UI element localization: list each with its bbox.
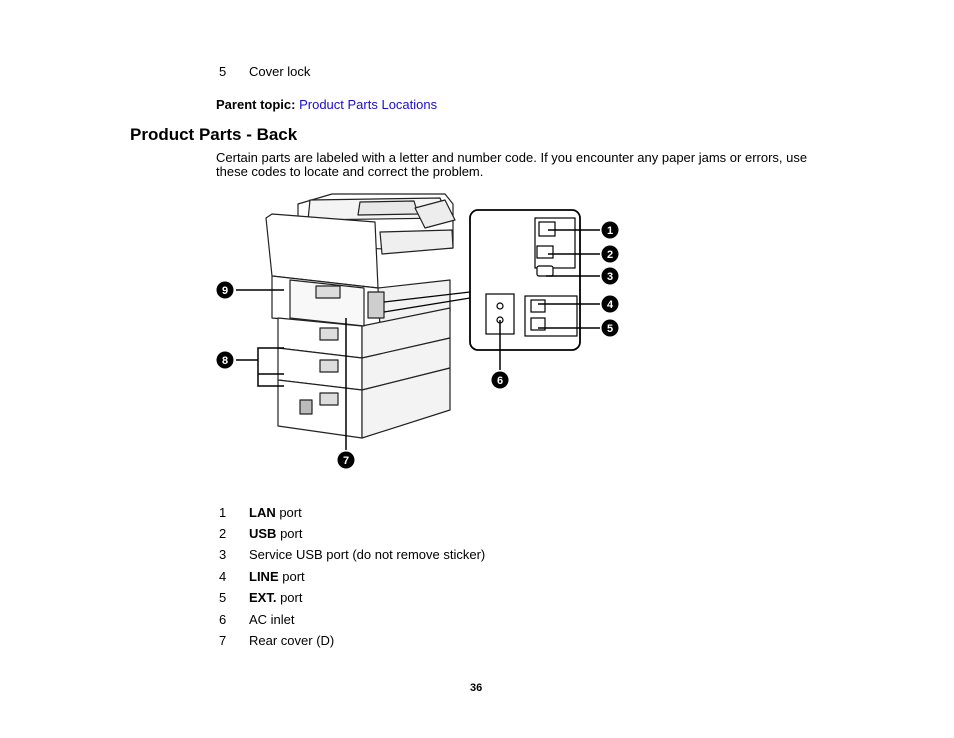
parent-topic: Parent topic: Product Parts Locations xyxy=(216,97,437,113)
list-number: 2 xyxy=(219,526,227,541)
callout-6: 6 xyxy=(491,371,509,389)
list-item-text: LAN port xyxy=(249,505,302,520)
callout-9-label: 9 xyxy=(222,285,228,297)
callout-3: 3 xyxy=(601,267,619,285)
list-item-text: Service USB port (do not remove sticker) xyxy=(249,547,486,562)
list-number: 5 xyxy=(219,590,227,605)
callout-1: 1 xyxy=(601,221,619,239)
callout-8-label: 8 xyxy=(222,355,228,367)
list-item-text: Rear cover (D) xyxy=(249,633,335,648)
parent-topic-link[interactable]: Product Parts Locations xyxy=(299,97,438,112)
callout-4-label: 4 xyxy=(607,299,614,311)
callout-1-label: 1 xyxy=(607,225,613,237)
list-item-text: USB port xyxy=(249,526,303,541)
callout-3-label: 3 xyxy=(607,271,613,283)
page-number: 36 xyxy=(470,682,483,694)
list-number: 5 xyxy=(219,64,227,79)
list-number: 1 xyxy=(219,505,227,520)
callout-4: 4 xyxy=(601,295,619,313)
callout-5: 5 xyxy=(601,319,619,337)
list-number: 3 xyxy=(219,547,227,562)
callouts: 1 2 3 4 5 6 7 8 9 xyxy=(216,221,619,469)
list-number: 6 xyxy=(219,612,227,627)
list-number: 4 xyxy=(219,569,227,584)
section-title: Product Parts - Back xyxy=(130,125,298,144)
callout-5-label: 5 xyxy=(607,323,613,335)
callout-2-label: 2 xyxy=(607,249,613,261)
list-item-text: LINE port xyxy=(249,569,305,584)
callout-6-label: 6 xyxy=(497,375,503,387)
callout-9: 9 xyxy=(216,281,234,299)
list-item-text: AC inlet xyxy=(249,612,295,627)
callout-7: 7 xyxy=(337,451,355,469)
callout-8: 8 xyxy=(216,351,234,369)
list-number: 7 xyxy=(219,633,227,648)
callout-7-label: 7 xyxy=(343,455,349,467)
intro-paragraph: Certain parts are labeled with a letter … xyxy=(216,150,808,179)
callout-2: 2 xyxy=(601,245,619,263)
list-item-text: EXT. port xyxy=(249,590,303,605)
parent-topic-label: Parent topic: xyxy=(216,97,296,112)
printer-back-illustration: 1 2 3 4 5 6 7 8 9 xyxy=(216,193,619,469)
list-item-text: Cover lock xyxy=(249,64,311,79)
